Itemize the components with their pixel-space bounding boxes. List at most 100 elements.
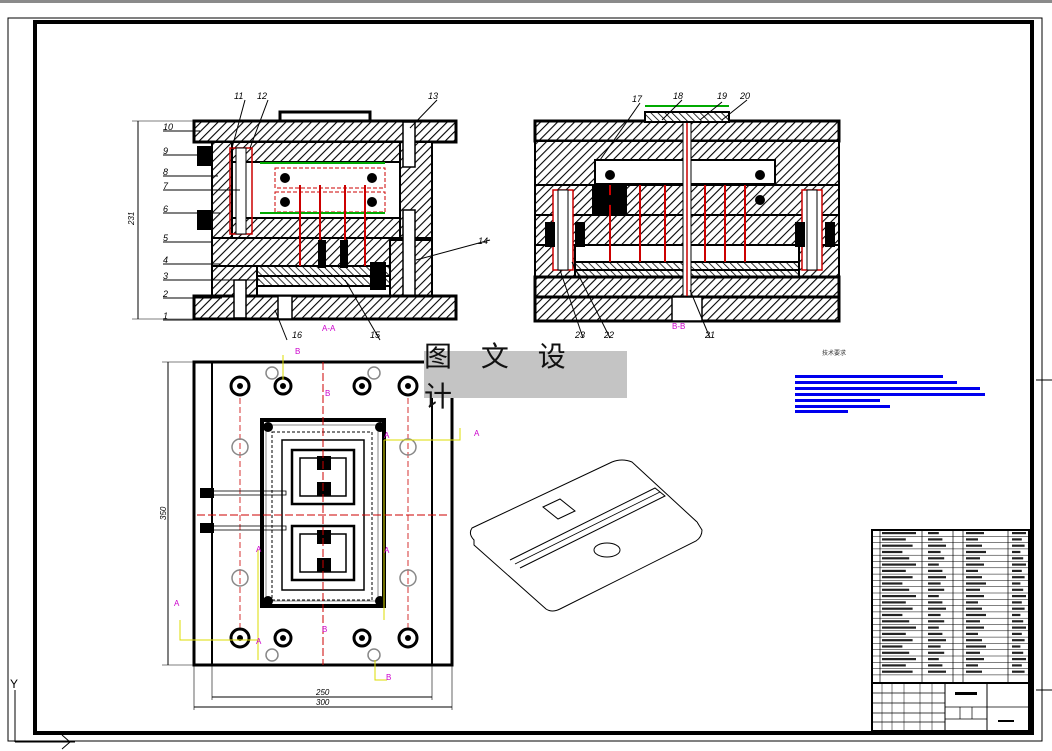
dim-plan-height: 350 [159, 506, 168, 520]
bom-cell-mark [1012, 632, 1022, 635]
leaders-aa [163, 99, 491, 341]
tech-requirements-heading: 技术要求 [822, 349, 846, 357]
part-label-4: 4 [163, 255, 168, 265]
bom-cell-mark [928, 532, 939, 535]
marker-a-left: A [174, 599, 180, 608]
leaders-bb [559, 99, 748, 339]
bom-cell-mark [928, 670, 946, 673]
bom-cell-mark [928, 639, 946, 642]
section-view-aa [132, 110, 458, 321]
bom-cell-mark [966, 576, 982, 579]
bom-cell-mark [928, 576, 946, 579]
bom-cell-mark [1012, 626, 1026, 629]
bom-cell-mark [928, 588, 945, 591]
bom-cell-mark [928, 620, 945, 623]
part-label-17: 17 [632, 94, 643, 104]
plan-view [162, 355, 461, 710]
part-label-12: 12 [257, 91, 267, 101]
part-label-21: 21 [704, 330, 715, 340]
top-border-strip [0, 0, 1052, 3]
bom-cell-mark [1012, 588, 1024, 591]
axis-label-y: Y [10, 677, 18, 691]
bom-cell-mark [882, 595, 916, 598]
part-label-3: 3 [163, 271, 168, 281]
bom-cell-mark [882, 607, 913, 610]
bom-cell-mark [882, 532, 916, 535]
ucs-icon [14, 690, 75, 750]
bom-cell-mark [882, 550, 903, 554]
bom-cell-mark [966, 613, 986, 617]
part-label-22: 22 [603, 330, 614, 340]
bom-cell-mark [1012, 557, 1024, 560]
part-label-6: 6 [163, 204, 168, 214]
bom-cell-mark [928, 569, 943, 572]
bom-cell-mark [966, 664, 978, 667]
part-label-8: 8 [163, 167, 168, 177]
bom-cell-mark [928, 607, 946, 610]
part-isometric [469, 459, 703, 612]
part-label-5: 5 [163, 233, 169, 243]
marker-b-top: B [295, 347, 300, 356]
bom-cell-mark [928, 563, 939, 566]
bom-cell-mark [1012, 544, 1025, 547]
bom-cell-mark [966, 544, 982, 547]
bom-cell-mark [882, 569, 906, 572]
inner-border [33, 20, 1034, 735]
bom-cell-mark [882, 576, 913, 579]
bom-cell-mark [966, 639, 982, 642]
bom-cell-mark [966, 582, 986, 585]
bom-cell-mark [1012, 582, 1021, 585]
bom-cell-mark [882, 544, 913, 547]
bom-cell-mark [966, 595, 984, 598]
watermark-text: 图 文 设 计 [424, 339, 576, 413]
bom-cell-mark [1012, 563, 1026, 566]
bom-cell-mark [966, 658, 984, 661]
dim-height: 231 [127, 212, 136, 226]
part-label-11: 11 [234, 91, 243, 101]
bom-cell-mark [882, 639, 913, 642]
bom-cell-mark [928, 544, 946, 547]
bom-cell-mark [966, 645, 986, 648]
bom-cell-mark [966, 620, 980, 623]
bom-cell-mark [928, 582, 941, 585]
part-label-15: 15 [370, 330, 381, 340]
bom-cell-mark [1012, 613, 1021, 617]
part-label-14: 14 [478, 236, 488, 246]
tech-requirements-lines [795, 375, 985, 413]
part-label-9: 9 [163, 146, 168, 156]
bom-cell-mark [1012, 538, 1022, 541]
bom-cell-mark [966, 557, 980, 560]
bom-cell-mark [1012, 576, 1025, 579]
bom-cell-mark [1012, 532, 1026, 535]
part-label-16: 16 [292, 330, 302, 340]
part-label-10: 10 [163, 122, 173, 132]
section-label-bb: B-B [672, 322, 685, 331]
part-label-19: 19 [717, 91, 727, 101]
bom-cell-mark [882, 645, 903, 648]
marker-a-4: A [384, 431, 390, 440]
bom-cell-mark [882, 626, 916, 629]
part-label-1: 1 [163, 311, 168, 321]
bom-cell-mark [928, 538, 943, 541]
dim-plan-width: 300 [316, 698, 330, 707]
bom-cell-mark [882, 658, 916, 661]
section-view-bb [533, 105, 841, 323]
bom-cell-mark [882, 557, 910, 560]
bom-cell-mark [928, 550, 941, 554]
bom-cell-mark [928, 632, 943, 635]
bom-cell-mark [928, 557, 945, 560]
bom-cell-mark [882, 664, 906, 667]
marker-a-1: A [256, 545, 262, 554]
bom-cell-mark [882, 601, 906, 604]
bom-cell-mark [882, 620, 910, 623]
dim-plan-inner-width: 250 [315, 688, 330, 697]
part-label-7: 7 [163, 181, 169, 191]
bom-cell-mark [1012, 550, 1021, 554]
bom-cell-mark [1012, 607, 1025, 610]
bom-cell-mark [1012, 658, 1026, 661]
bom-cell-mark [882, 613, 903, 617]
part-label-23: 23 [574, 330, 585, 340]
marker-a-2: A [256, 637, 262, 646]
bom-cell-mark [928, 658, 939, 661]
